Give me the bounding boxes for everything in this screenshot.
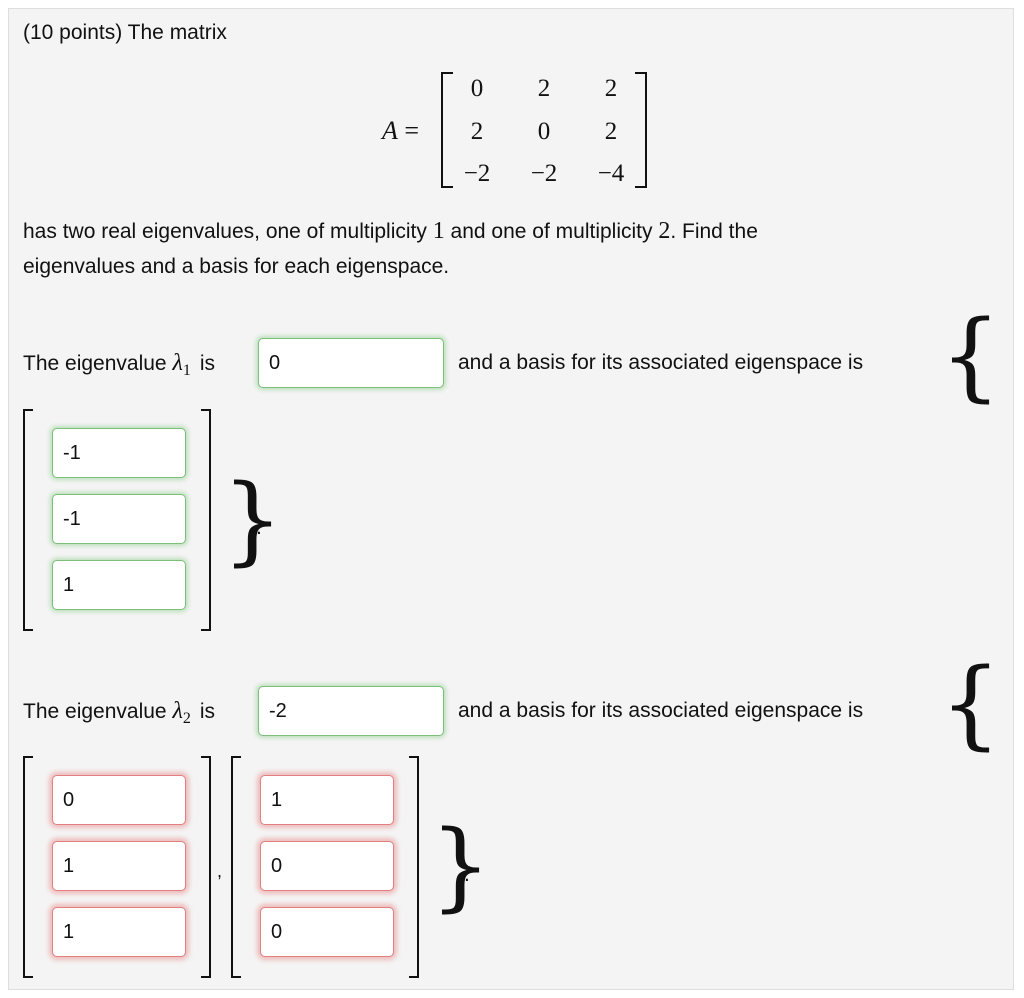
problem-statement-line1: has two real eigenvalues, one of multipl… [23,218,758,245]
multiplicity-one: 1 [432,218,445,244]
matrix-cell: −4 [597,160,625,187]
vector-right-bracket [409,756,419,978]
close-brace: } [222,464,284,576]
lambda-symbol: λ [172,350,183,376]
statement-text: and one of multiplicity [444,220,659,243]
matrix-name: A [382,116,398,145]
problem-statement-line2: eigenvalues and a basis for each eigensp… [23,255,450,278]
basis-1-vector-entry-3[interactable] [52,560,186,610]
basis-1-vector-entry-1[interactable] [52,428,186,478]
eigenvalue-2-label: The eigenvalue λ2 is [23,698,215,732]
eigenvalue-1-input[interactable] [258,338,444,388]
vector-separator: , [217,861,223,881]
lambda-symbol: λ [172,698,183,724]
is-label: is [199,352,216,375]
matrix-left-bracket [441,72,453,188]
basis-2-vector-1-entry-1[interactable] [52,775,186,825]
period: . [464,863,470,886]
eigenvalue-prefix: The eigenvalue [23,700,173,723]
basis-2-vector-1-entry-2[interactable] [52,841,186,891]
vector-right-bracket [201,409,211,631]
matrix-cell: 2 [604,118,618,145]
vector-right-bracket [201,756,211,978]
eigenspace-1-basis-label: and a basis for its associated eigenspac… [458,351,864,374]
basis-1-vector-entry-2[interactable] [52,494,186,544]
period: . [256,516,262,539]
statement-text: has two real eigenvalues, one of multipl… [23,220,433,243]
matrix-cell: 2 [537,75,551,102]
matrix-equals: = [404,116,420,145]
eigenvalue-1-label: The eigenvalue λ1 is [23,350,215,384]
vector-left-bracket [231,756,241,978]
close-brace: } [430,810,492,922]
open-brace: { [940,648,1002,760]
is-label: is [199,700,216,723]
open-brace: { [940,300,1002,412]
matrix-label: A = [382,116,419,146]
matrix-cell: 2 [604,75,618,102]
matrix-cell: 0 [537,118,551,145]
basis-2-vector-2-entry-2[interactable] [260,841,394,891]
matrix-cell: −2 [530,160,558,187]
matrix-cell: 2 [470,118,484,145]
eigenvalue-prefix: The eigenvalue [23,352,173,375]
question-header: (10 points) The matrix [23,21,227,44]
eigenvalue-2-input[interactable] [258,686,444,736]
multiplicity-two: 2 [658,218,671,244]
lambda-subscript: 2 [182,710,191,728]
eigenspace-2-basis-label: and a basis for its associated eigenspac… [458,699,864,722]
lambda-subscript: 1 [182,362,191,380]
basis-2-vector-2-entry-1[interactable] [260,775,394,825]
basis-2-vector-2-entry-3[interactable] [260,907,394,957]
matrix-right-bracket [635,72,647,188]
vector-left-bracket [23,409,33,631]
statement-text: . Find the [670,220,758,243]
vector-left-bracket [23,756,33,978]
basis-2-vector-1-entry-3[interactable] [52,907,186,957]
matrix-cell: 0 [470,75,484,102]
matrix-cell: −2 [463,160,491,187]
